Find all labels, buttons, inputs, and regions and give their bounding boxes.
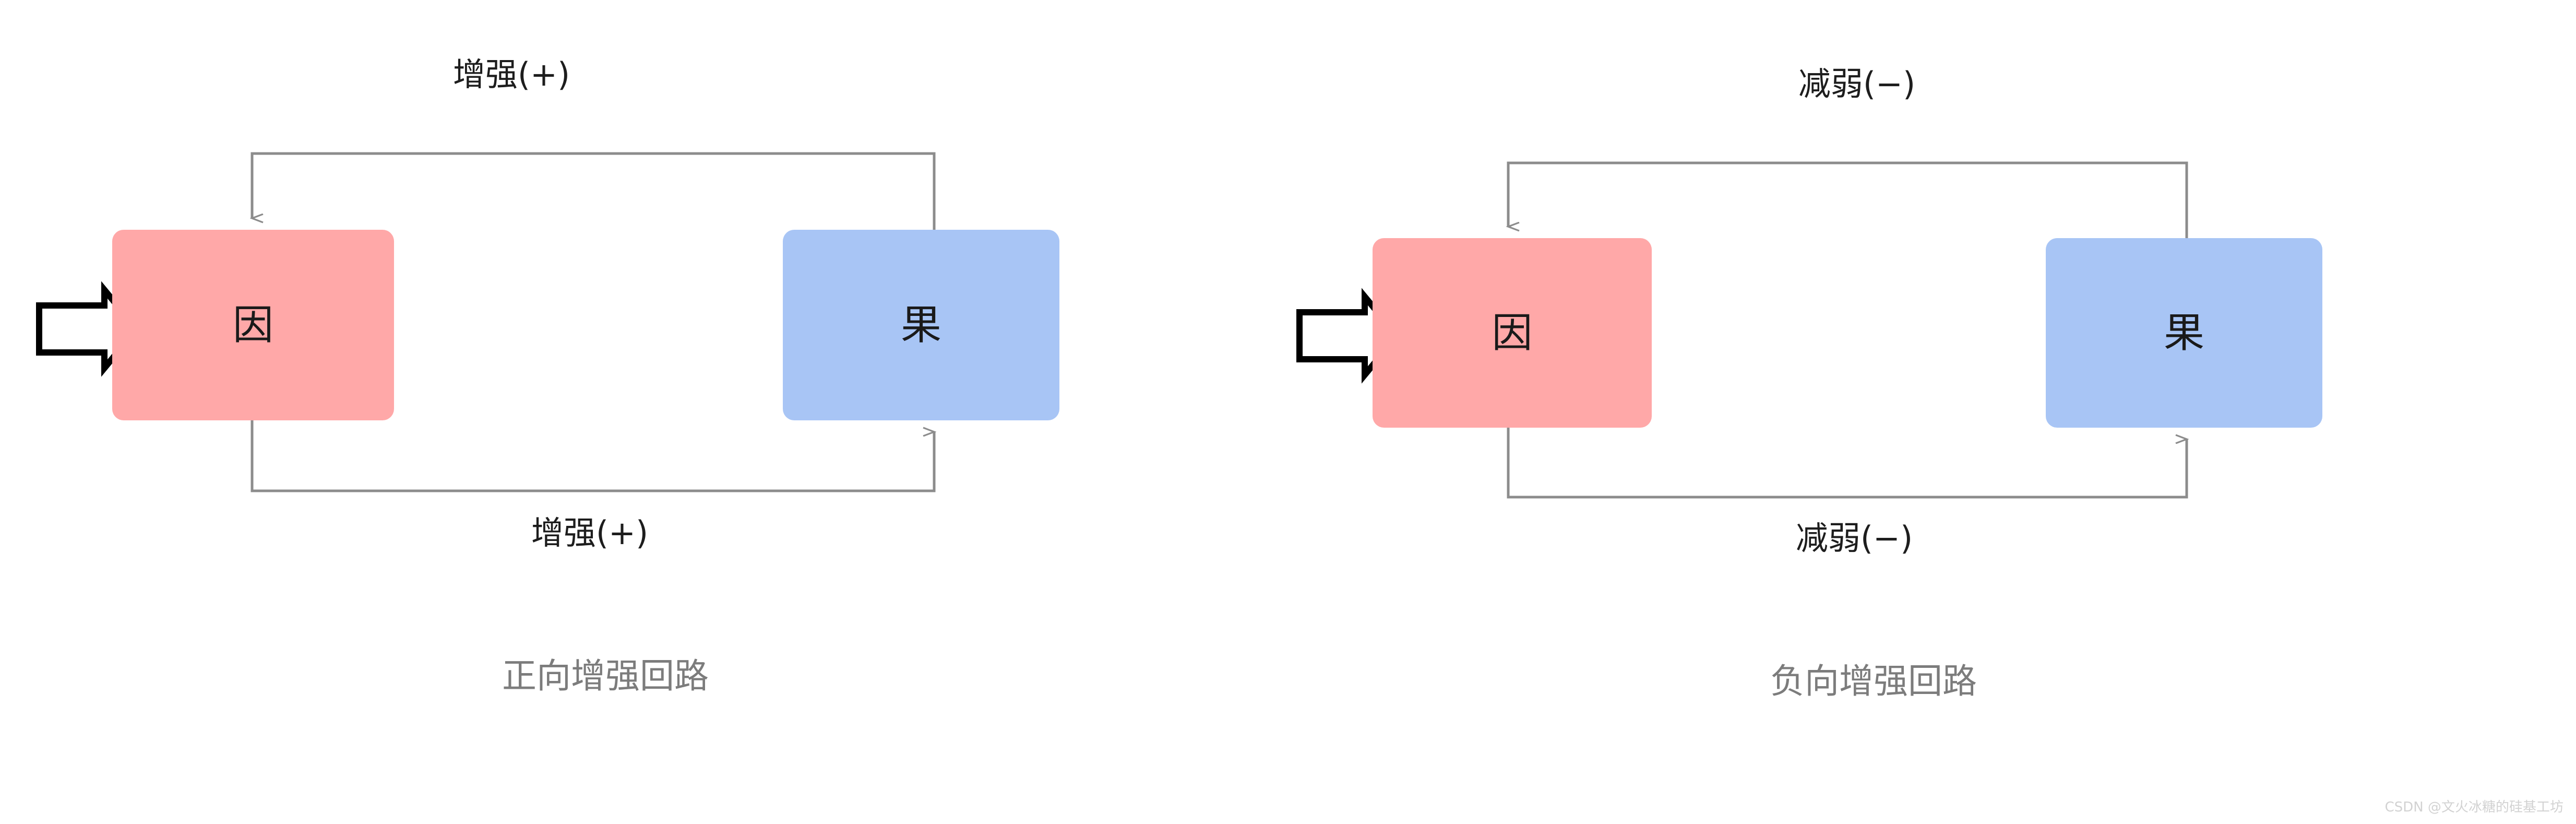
edge-cause-to-effect-bottom: [1507, 428, 2187, 499]
diagram-caption: 负向增强回路: [1770, 661, 1977, 701]
effect-node-label: 果: [2163, 309, 2204, 357]
edge-label-bottom: 增强(+): [531, 514, 649, 552]
effect-node[interactable]: 果: [783, 230, 1059, 420]
edge-label-top: 减弱(−): [1798, 65, 1916, 103]
positive-reinforcing-loop-diagram: 因 果 增强(+) 增强(+) 正向增强回路: [36, 55, 1059, 696]
edge-effect-to-cause-top: [252, 152, 936, 230]
cause-node-label: 因: [232, 301, 273, 349]
cause-node[interactable]: 因: [1373, 238, 1652, 428]
edge-label-top: 增强(+): [452, 55, 570, 93]
edge-label-bottom: 减弱(−): [1795, 519, 1913, 557]
cause-node-label: 因: [1492, 309, 1533, 357]
effect-node[interactable]: 果: [2046, 238, 2322, 428]
effect-node-label: 果: [900, 301, 941, 349]
diagram-caption: 正向增强回路: [502, 656, 709, 696]
watermark: CSDN @文火冰糖的硅基工坊: [2384, 799, 2563, 815]
cause-node[interactable]: 因: [112, 230, 394, 420]
edge-effect-to-cause-top: [1508, 161, 2188, 238]
negative-reinforcing-loop-diagram: 因 果 减弱(−) 减弱(−) 负向增强回路: [1288, 0, 2576, 824]
edge-cause-to-effect-bottom: [251, 420, 934, 492]
